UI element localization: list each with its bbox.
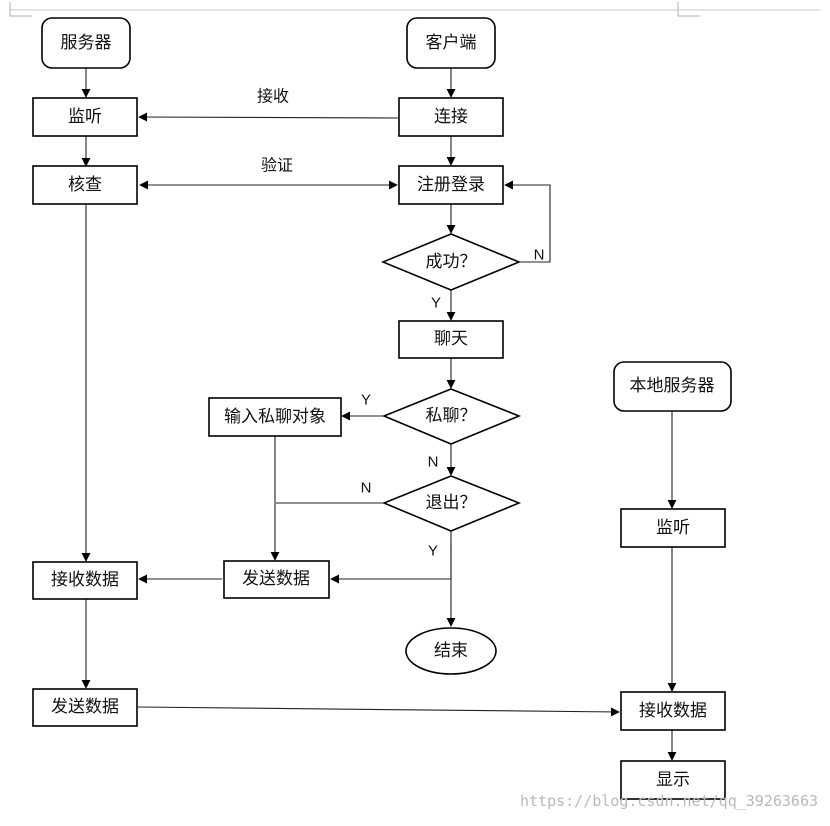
decision-success: 成功？ — [380, 233, 522, 291]
edge-label-receive: 接收 — [257, 87, 289, 106]
node-client: 客户端 — [406, 17, 496, 69]
document-margin-guides — [9, 2, 820, 17]
node-receive-data-server-label: 接收数据 — [51, 570, 119, 590]
node-connect: 连接 — [398, 97, 504, 137]
node-display: 显示 — [620, 760, 726, 800]
node-connect-label: 连接 — [434, 107, 468, 127]
decision-exit: 退出？ — [381, 475, 522, 532]
node-end-label: 结束 — [434, 641, 468, 661]
node-local-server: 本地服务器 — [613, 361, 732, 412]
decision-success-label: 成功？ — [426, 252, 477, 272]
node-display-label: 显示 — [656, 770, 690, 790]
node-input-target: 输入私聊对象 — [208, 397, 342, 437]
edge-label-private-yes: Y — [361, 392, 371, 409]
node-register-login-label: 注册登录 — [417, 175, 485, 195]
node-register-login: 注册登录 — [398, 165, 504, 205]
edge-label-exit-yes: Y — [428, 543, 438, 560]
node-send-data-server: 发送数据 — [32, 688, 138, 727]
node-local-server-label: 本地服务器 — [630, 376, 715, 396]
node-server-label: 服务器 — [61, 33, 112, 53]
node-client-label: 客户端 — [426, 33, 477, 53]
edge-send-data-to-local-receive — [137, 706, 620, 717]
watermark-url: https://blog.csdn.net/qq_39263663 — [520, 792, 818, 810]
node-listen-label: 监听 — [68, 107, 102, 127]
node-server: 服务器 — [41, 17, 131, 69]
edge-label-private-no: N — [428, 454, 439, 471]
node-send-data-server-label: 发送数据 — [51, 697, 119, 717]
node-local-receive-label: 接收数据 — [639, 701, 707, 721]
node-send-data-client-label: 发送数据 — [242, 569, 310, 589]
node-end: 结束 — [405, 627, 497, 675]
edge-exit-yes-to-send — [330, 545, 452, 584]
decision-exit-label: 退出？ — [426, 493, 477, 513]
decision-private-chat-label: 私聊？ — [426, 406, 477, 426]
node-send-data-client: 发送数据 — [223, 560, 330, 599]
node-input-target-label: 输入私聊对象 — [224, 407, 326, 427]
decision-private-chat: 私聊？ — [381, 388, 522, 445]
node-local-listen: 监听 — [620, 508, 726, 548]
edge-label-success-yes: Y — [431, 295, 441, 312]
node-check: 核查 — [32, 165, 138, 205]
node-check-label: 核查 — [68, 175, 102, 195]
node-receive-data-server: 接收数据 — [32, 561, 138, 600]
node-chat-label: 聊天 — [434, 329, 468, 349]
edge-success-no-loop — [504, 180, 551, 263]
node-local-receive: 接收数据 — [620, 691, 726, 731]
edge-label-success-no: N — [534, 247, 545, 264]
node-local-listen-label: 监听 — [656, 518, 690, 538]
edge-label-verify: 验证 — [261, 156, 293, 175]
edges — [81, 68, 677, 761]
edge-label-exit-no: N — [361, 480, 372, 497]
node-listen: 监听 — [32, 97, 138, 137]
node-chat: 聊天 — [398, 320, 504, 359]
edge-connect-to-listen — [138, 112, 399, 122]
